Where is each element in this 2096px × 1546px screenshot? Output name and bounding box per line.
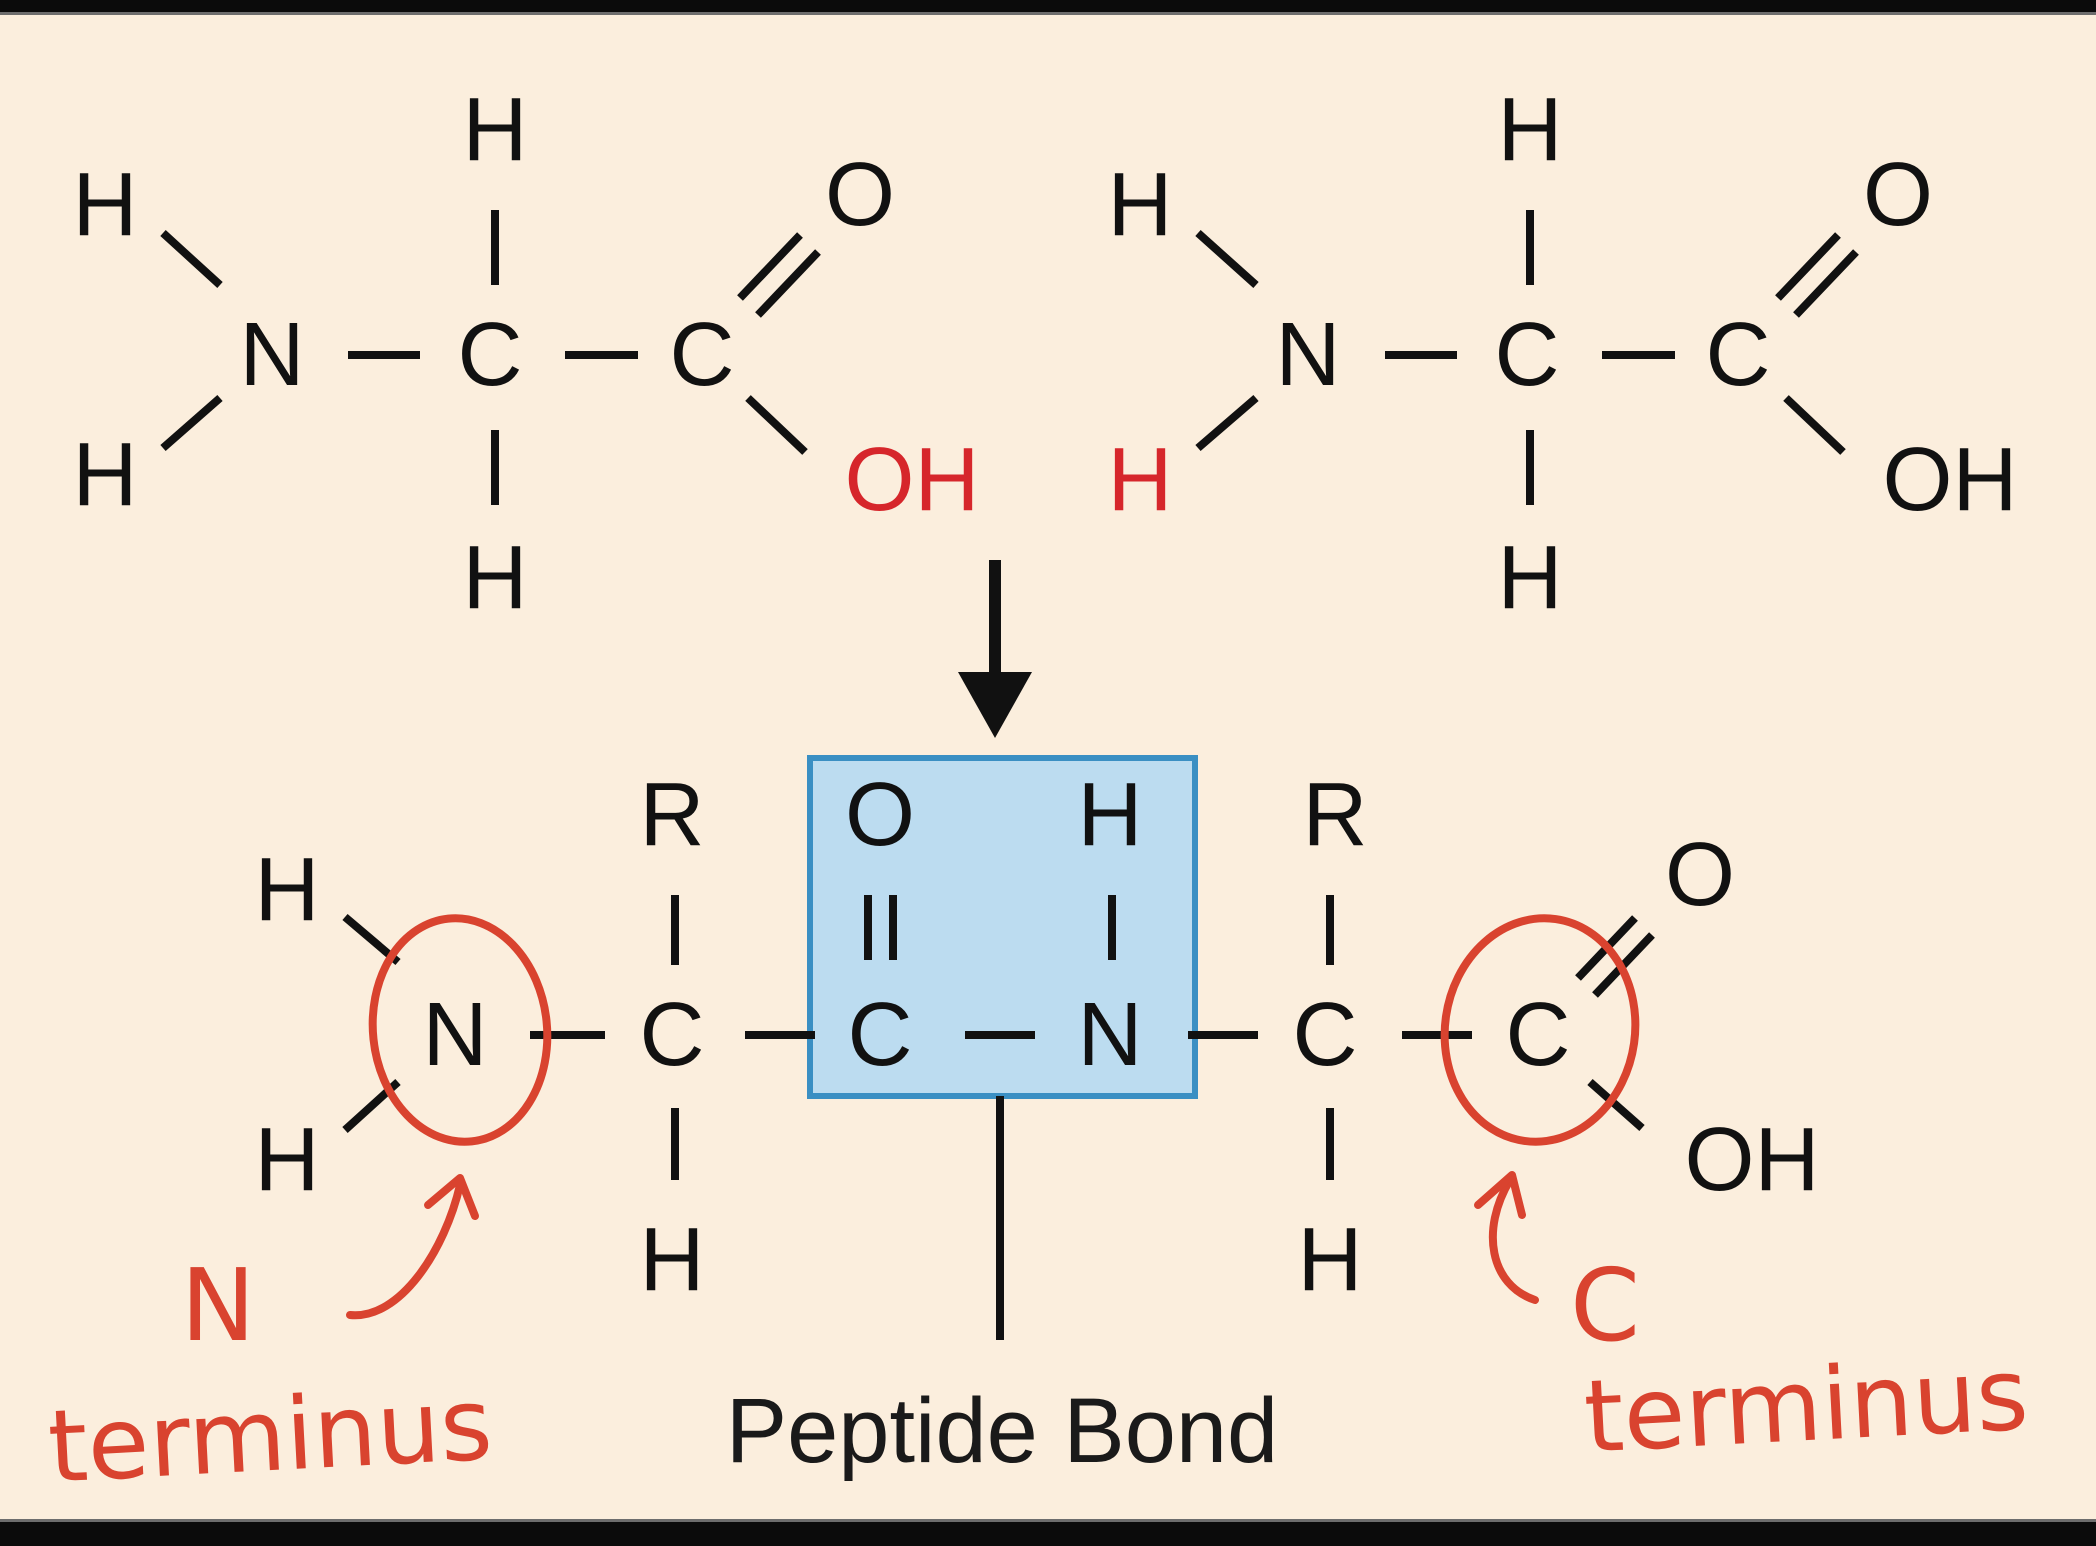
- product-peptide-h: H: [1078, 765, 1143, 865]
- product-peptide-n: N: [1078, 985, 1143, 1085]
- product-r2: R: [1303, 765, 1368, 865]
- product-upper-h: H: [255, 840, 320, 940]
- c-terminus-word: terminus: [1581, 1336, 2031, 1476]
- right-bottom-h: H: [1498, 528, 1563, 628]
- bond-right-h-n-lower: [1195, 394, 1259, 452]
- right-amino-h-removed: H: [1108, 430, 1173, 530]
- right-amino-n: N: [1276, 305, 1341, 405]
- reaction-arrow: [958, 560, 1032, 738]
- left-bottom-h: H: [463, 528, 528, 628]
- left-hydroxyl-removed: OH: [845, 430, 980, 530]
- n-terminus-arrow-shaft: [346, 1181, 464, 1320]
- product-alpha-c2: C: [1293, 985, 1358, 1085]
- product-alpha-c1: C: [640, 985, 705, 1085]
- bond-product-c-oh: [1587, 1079, 1645, 1131]
- n-terminus-word: terminus: [45, 1366, 495, 1506]
- peptide-bond-caption: Peptide Bond: [726, 1380, 1278, 1482]
- bond-right-double-b: [1793, 249, 1859, 318]
- product-c-terminal: C: [1506, 985, 1571, 1085]
- n-terminus-annotation: N terminus: [45, 914, 552, 1506]
- bond-right-h-n-upper: [1195, 230, 1259, 288]
- c-terminus-arrow-head: [1474, 1171, 1526, 1219]
- c-terminal-circle: [1440, 914, 1640, 1146]
- n-terminus-arrow-head: [424, 1174, 479, 1220]
- c-terminus-annotation: C terminus: [1440, 914, 2031, 1476]
- c-terminus-letter: C: [1570, 1247, 1640, 1364]
- bond-left-double-a: [737, 232, 803, 301]
- left-upper-h: H: [73, 155, 138, 255]
- c-terminus-arrow-shaft: [1488, 1176, 1539, 1304]
- product-n-terminal: N: [423, 985, 488, 1085]
- bond-right-c-oh: [1783, 395, 1846, 455]
- reactant-left: H H H N C H C O OH: [73, 80, 980, 628]
- right-upper-h: H: [1108, 155, 1173, 255]
- product-h2: H: [1298, 1210, 1363, 1310]
- left-top-h: H: [463, 80, 528, 180]
- right-hydroxyl: OH: [1883, 430, 2018, 530]
- n-terminus-letter: N: [181, 1247, 256, 1364]
- reactant-right: H H H N C H C O OH: [1108, 80, 2018, 628]
- left-amino-n: N: [240, 305, 305, 405]
- product-terminal-oh: OH: [1685, 1110, 1820, 1210]
- n-terminal-circle: [368, 914, 552, 1146]
- left-lower-h: H: [73, 425, 138, 525]
- bond-left-double-b: [755, 249, 821, 318]
- right-carbonyl-c: C: [1706, 305, 1771, 405]
- right-top-h: H: [1498, 80, 1563, 180]
- left-carbonyl-o: O: [825, 145, 895, 245]
- dipeptide-product: H H N R C H O C H N R C H C O OH: [255, 765, 1820, 1340]
- right-alpha-c: C: [1495, 305, 1560, 405]
- peptide-bond-highlight: [807, 755, 1198, 1099]
- product-h1: H: [640, 1210, 705, 1310]
- product-peptide-c: C: [848, 985, 913, 1085]
- arrow-head: [958, 672, 1032, 738]
- left-alpha-c: C: [458, 305, 523, 405]
- left-carbonyl-c: C: [670, 305, 735, 405]
- product-lower-h: H: [255, 1110, 320, 1210]
- bond-right-double-a: [1775, 232, 1841, 301]
- bond-left-h-n-lower: [160, 394, 223, 452]
- product-r1: R: [640, 765, 705, 865]
- right-carbonyl-o: O: [1863, 145, 1933, 245]
- product-peptide-o: O: [845, 765, 915, 865]
- bond-left-c-oh: [745, 395, 808, 455]
- bond-left-h-n-upper: [160, 230, 223, 288]
- product-terminal-o: O: [1665, 825, 1735, 925]
